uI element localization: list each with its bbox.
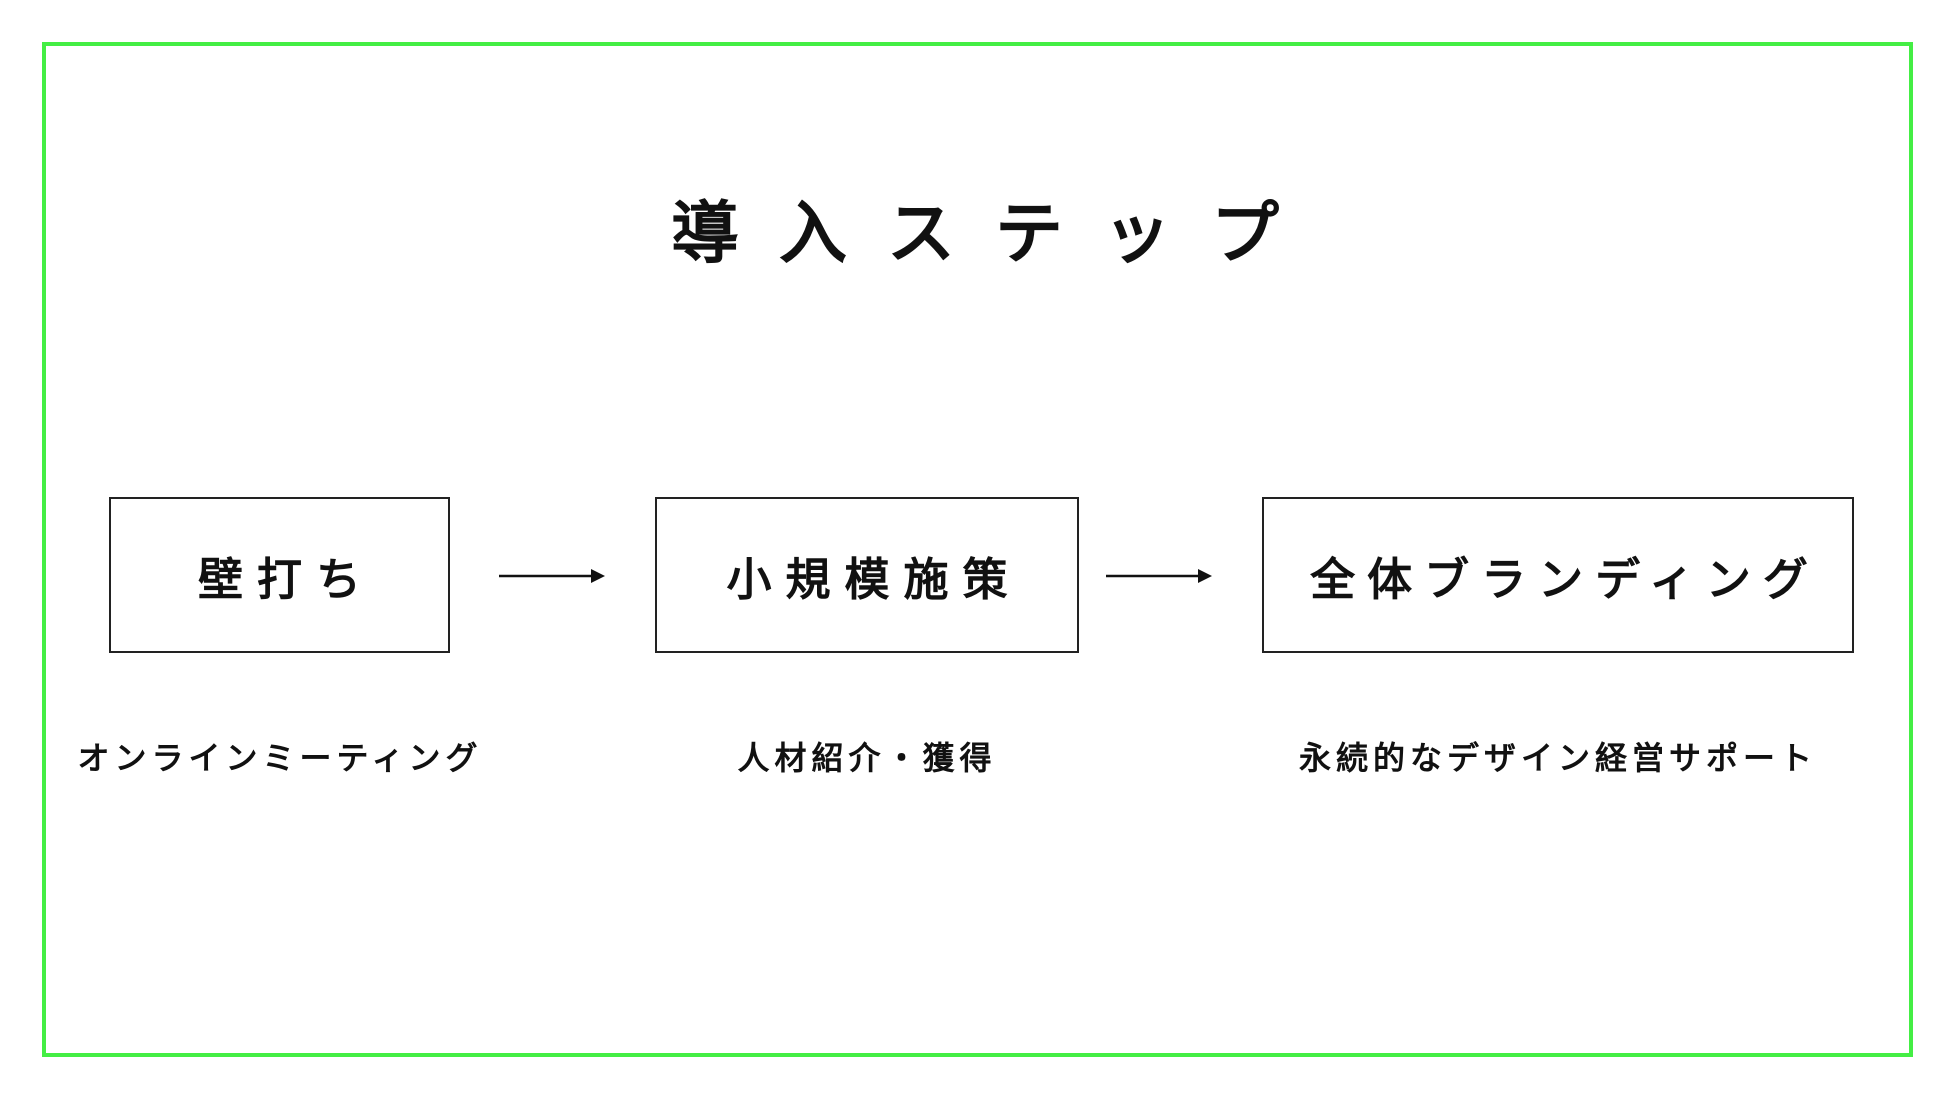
- step-label-2: 小規模施策: [726, 552, 1022, 606]
- step-box-1: 壁打ち: [109, 497, 450, 653]
- step-description-3: 永続的なデザイン経営サポート: [1298, 739, 1817, 777]
- step-box-3: 全体ブランディング: [1262, 497, 1854, 653]
- slide-frame: [42, 42, 1913, 1057]
- arrow-right-icon: [499, 569, 605, 583]
- arrow-right-icon: [1106, 569, 1212, 583]
- step-label-1: 壁打ち: [197, 552, 375, 606]
- step-box-2: 小規模施策: [655, 497, 1079, 653]
- step-label-3: 全体ブランディング: [1310, 552, 1820, 606]
- step-description-2: 人材紹介・獲得: [737, 739, 997, 777]
- step-description-1: オンラインミーティング: [77, 739, 483, 777]
- page-title: 導入ステップ: [670, 195, 1319, 274]
